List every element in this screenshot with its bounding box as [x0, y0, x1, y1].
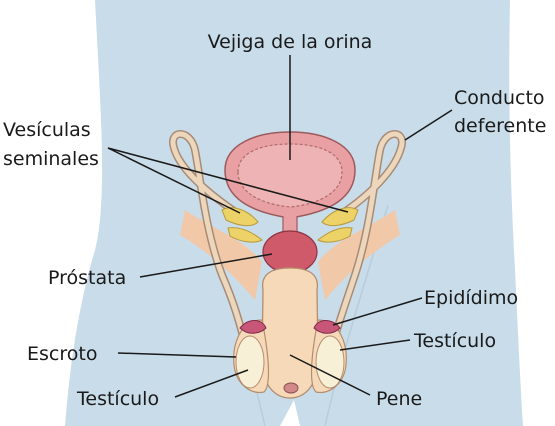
testicle-right: [315, 335, 345, 389]
label-prostate: Próstata: [48, 267, 126, 289]
leader-penis: [289, 354, 371, 396]
label-seminal-vesicles: Vesículas: [3, 119, 91, 141]
testicle-left: [235, 335, 265, 389]
leader-vas-deferens: [404, 109, 453, 141]
penis: [261, 267, 319, 399]
seminal-vesicle-left: [221, 207, 263, 243]
label-vas-deferens: Conducto: [454, 87, 545, 109]
label-testicle-right: Testículo: [413, 330, 496, 352]
leader-lines: [107, 55, 453, 398]
label-seminal-vesicles: seminales: [3, 148, 99, 170]
label-bladder: Vejiga de la orina: [208, 31, 373, 53]
epididymis-right: [313, 320, 341, 334]
label-vas-deferens: deferente: [454, 115, 546, 137]
pelvic-tissue: [180, 210, 262, 300]
penis-tip: [283, 382, 299, 394]
leader-scrotum: [117, 352, 237, 358]
leader-testicle-left: [174, 369, 249, 398]
leader-prostate: [139, 253, 273, 278]
label-scrotum: Escroto: [27, 343, 97, 365]
label-epididymis: Epidídimo: [424, 287, 518, 309]
leader-seminal-left: [107, 147, 241, 214]
label-testicle-left: Testículo: [76, 388, 159, 410]
leader-seminal-right: [107, 147, 349, 213]
bladder: [224, 131, 356, 233]
leader-epididymis: [332, 297, 423, 326]
seminal-vesicle-right: [317, 207, 359, 243]
vas-deferens-right: [330, 130, 406, 344]
label-penis: Pene: [376, 388, 422, 410]
epididymis-left: [239, 320, 267, 334]
prostate: [262, 230, 318, 274]
leader-testicle-right: [339, 339, 411, 351]
